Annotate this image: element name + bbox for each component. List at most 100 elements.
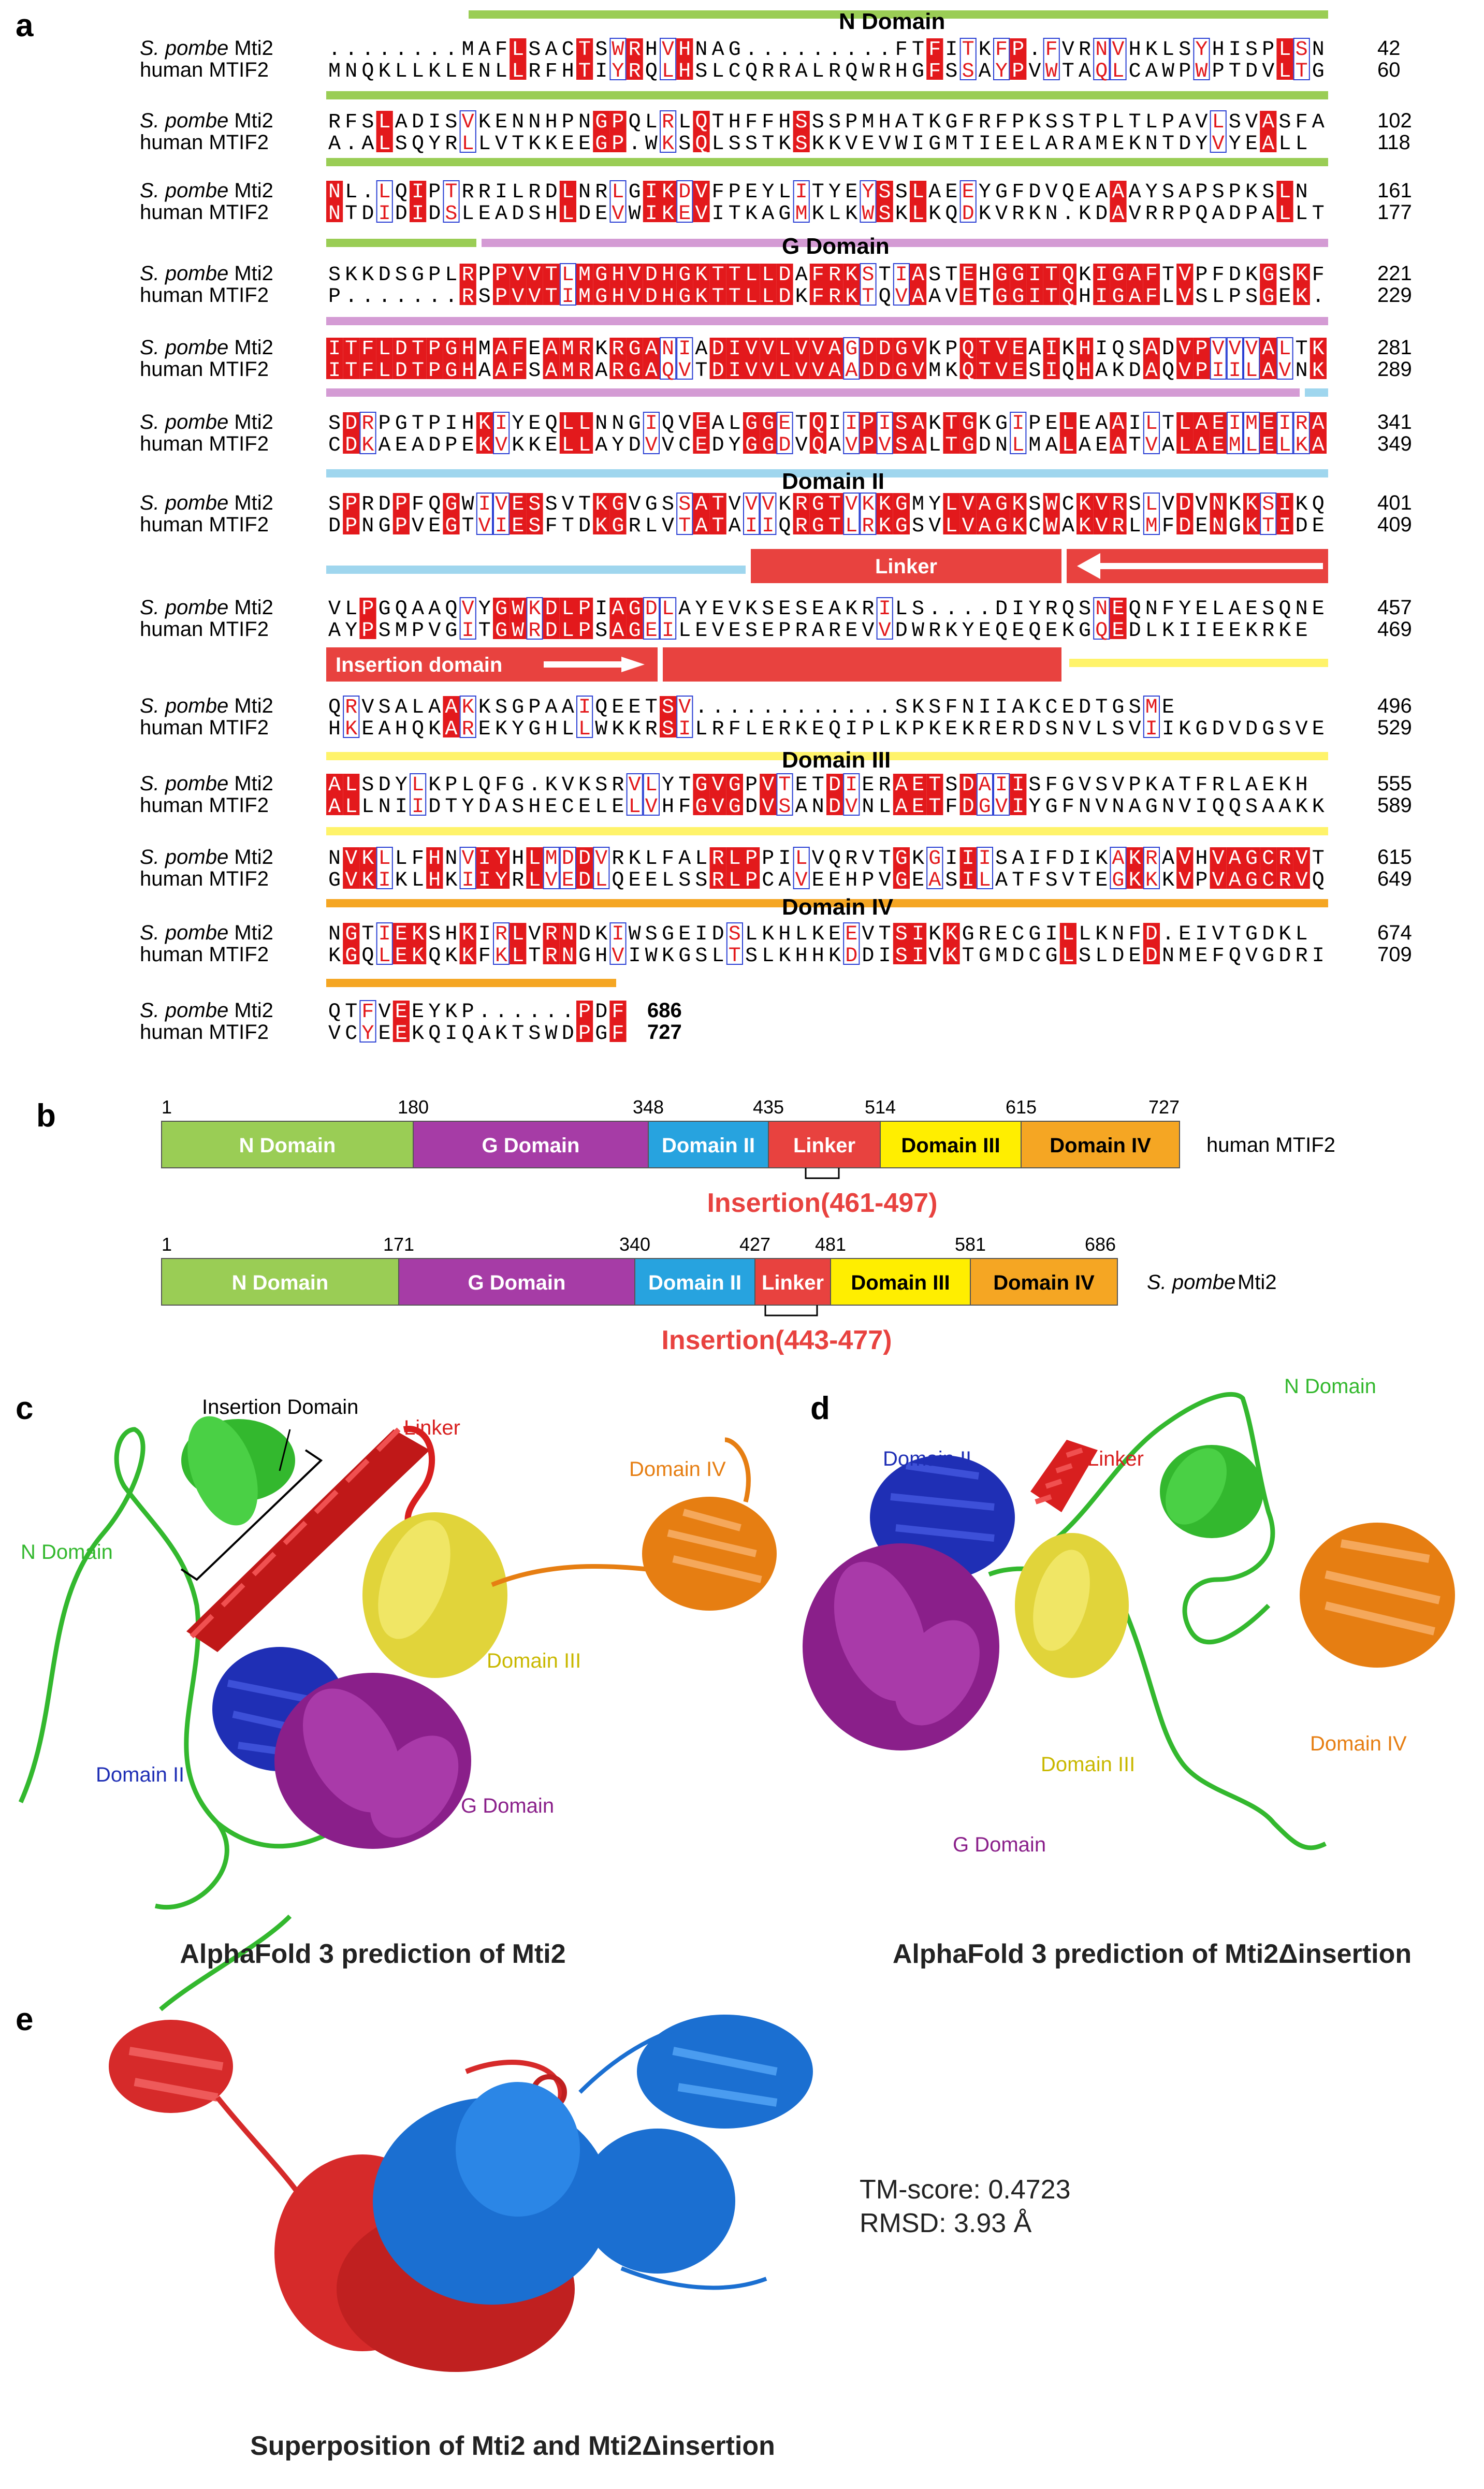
residue: M bbox=[912, 493, 924, 516]
residue: I bbox=[412, 202, 424, 226]
seq-name-human: human MTIF2 bbox=[140, 513, 269, 536]
pos-pombe-6: 686 bbox=[1085, 1234, 1116, 1255]
residue: G bbox=[729, 795, 741, 819]
residue: L bbox=[562, 619, 574, 643]
residue: A bbox=[1112, 181, 1124, 204]
residue: D bbox=[1129, 619, 1141, 643]
residue: Q bbox=[428, 1022, 441, 1046]
residue: D bbox=[1296, 515, 1308, 538]
residue: R bbox=[528, 181, 541, 204]
residue: . bbox=[528, 774, 541, 797]
identical-block bbox=[693, 111, 710, 152]
residue: T bbox=[345, 1001, 357, 1024]
residue: I bbox=[845, 774, 857, 797]
residue: H bbox=[545, 111, 558, 134]
residue: R bbox=[578, 359, 591, 383]
residue: L bbox=[1112, 111, 1124, 134]
residue: E bbox=[995, 133, 1008, 156]
residue: G bbox=[1045, 795, 1058, 819]
residue: . bbox=[1312, 285, 1325, 309]
residue: L bbox=[795, 923, 808, 946]
residue: V bbox=[712, 795, 724, 819]
seg-pombe-n-label: N Domain bbox=[232, 1271, 329, 1294]
residue: I bbox=[1028, 285, 1041, 309]
similar-box bbox=[1143, 493, 1160, 535]
identical-block bbox=[1176, 264, 1194, 305]
residue: T bbox=[1262, 515, 1274, 538]
seq-name-human: human MTIF2 bbox=[140, 1021, 269, 1044]
residue: G bbox=[1112, 285, 1124, 309]
identical-block bbox=[910, 412, 927, 454]
residue: V bbox=[1212, 338, 1225, 361]
residue: V bbox=[845, 795, 857, 819]
residue: A bbox=[1195, 434, 1207, 457]
residue: K bbox=[545, 133, 558, 156]
residue: D bbox=[545, 181, 558, 204]
identical-block bbox=[976, 338, 993, 379]
residue: D bbox=[862, 359, 874, 383]
residue: A bbox=[1262, 338, 1274, 361]
residue: N bbox=[562, 945, 574, 968]
residue: . bbox=[1062, 202, 1074, 226]
residue: I bbox=[379, 202, 391, 226]
residue: L bbox=[1296, 133, 1308, 156]
residue: T bbox=[762, 133, 774, 156]
residue: E bbox=[1195, 515, 1207, 538]
residue: L bbox=[562, 598, 574, 621]
pos-pombe-0: 1 bbox=[162, 1234, 172, 1255]
residue: K bbox=[528, 598, 541, 621]
residue: V bbox=[462, 111, 474, 134]
residue: R bbox=[795, 515, 808, 538]
residue: V bbox=[1179, 795, 1191, 819]
residue: V bbox=[528, 264, 541, 287]
residue: E bbox=[1095, 869, 1108, 892]
residue: L bbox=[1012, 434, 1024, 457]
seg-pombe-n bbox=[161, 1258, 399, 1306]
residue: . bbox=[445, 285, 457, 309]
residue: G bbox=[812, 493, 824, 516]
residue: K bbox=[1296, 434, 1308, 457]
residue: Y bbox=[729, 434, 741, 457]
seq-end-human: 529 bbox=[1377, 716, 1412, 739]
residue: Y bbox=[1195, 133, 1207, 156]
label-d-g: G Domain bbox=[953, 1833, 1046, 1856]
residue: Q bbox=[1229, 945, 1241, 968]
residue: . bbox=[778, 38, 791, 62]
similar-box bbox=[993, 38, 1010, 80]
residue: M bbox=[1028, 434, 1041, 457]
similar-box bbox=[1276, 337, 1293, 380]
residue: D bbox=[1245, 718, 1258, 741]
similar-box bbox=[660, 337, 677, 380]
residue: S bbox=[928, 696, 941, 719]
n-domain-coil bbox=[18, 1427, 229, 1909]
residue: V bbox=[1129, 718, 1141, 741]
seq-end-human: 177 bbox=[1377, 201, 1412, 224]
identical-block bbox=[860, 412, 877, 454]
residue: L bbox=[1278, 60, 1291, 83]
similar-box bbox=[843, 773, 860, 816]
residue: A bbox=[1262, 202, 1274, 226]
residue: M bbox=[462, 38, 474, 62]
residue: S bbox=[895, 923, 908, 946]
residue: S bbox=[695, 60, 707, 83]
residue: A bbox=[695, 338, 707, 361]
residue: V bbox=[745, 493, 758, 516]
residue: V bbox=[762, 493, 774, 516]
residue: S bbox=[1028, 493, 1041, 516]
identical-block bbox=[910, 774, 927, 815]
residue: N bbox=[328, 847, 341, 871]
residue: . bbox=[812, 38, 824, 62]
residue: R bbox=[528, 619, 541, 643]
residue: Q bbox=[962, 338, 974, 361]
residue: Q bbox=[995, 619, 1008, 643]
residue: S bbox=[745, 619, 758, 643]
residue: L bbox=[662, 598, 674, 621]
residue: G bbox=[578, 945, 591, 968]
residue: K bbox=[1079, 264, 1091, 287]
residue: T bbox=[1079, 111, 1091, 134]
residue: L bbox=[945, 515, 957, 538]
residue: R bbox=[645, 718, 658, 741]
residue: G bbox=[678, 945, 691, 968]
label-insertion-domain: Insertion domain bbox=[336, 654, 502, 676]
residue: F bbox=[1045, 774, 1058, 797]
